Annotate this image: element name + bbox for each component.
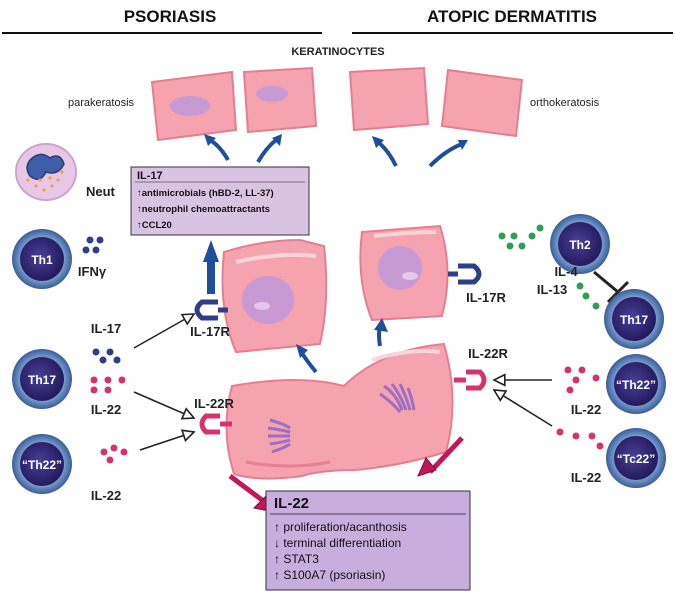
right-signal-arrows	[494, 380, 553, 427]
il17-box-title: IL-17	[137, 170, 163, 182]
il17-dots-left	[92, 348, 121, 364]
nucleus	[256, 86, 288, 102]
il17r-right-label: IL-17R	[466, 290, 506, 305]
keratinocyte-orthokeratotic-1	[348, 66, 430, 132]
tcell-th1-left: Th1	[12, 229, 72, 289]
il17r-left-receptor	[194, 299, 228, 321]
il22r-right-receptor	[454, 369, 487, 391]
il22-dots-left-a	[90, 376, 126, 394]
tc22-right-label: “Tc22”	[617, 452, 655, 466]
il22-box-line-3: ↑ STAT3	[274, 552, 319, 566]
il22-dots-left-b	[100, 444, 128, 464]
il22r-right-label: IL-22R	[468, 346, 508, 361]
il22-right-label-b: IL-22	[571, 470, 601, 485]
il22r-left-label: IL-22R	[194, 396, 234, 411]
il17-box-line-1: ↑antimicrobials (hBD-2, LL-37)	[137, 188, 274, 199]
top-keratinocytes	[150, 66, 524, 142]
il17r-left-label: IL-17R	[190, 324, 230, 339]
th2-label: Th2	[569, 238, 591, 252]
il22-dots-right-a	[564, 366, 600, 394]
il22-right-label-a: IL-22	[571, 402, 601, 417]
arrow-up-3	[376, 140, 398, 167]
keratinocyte-orthokeratotic-2	[440, 68, 524, 138]
orthokeratosis-label: orthokeratosis	[530, 97, 600, 109]
th17-left-label: Th17	[28, 373, 56, 387]
il17-effects-box: IL-17 ↑antimicrobials (hBD-2, LL-37) ↑ne…	[130, 166, 310, 236]
tcell-tc22-right: “Tc22”	[606, 428, 666, 488]
tcell-th22-right: “Th22”	[606, 354, 666, 414]
arrow-up-4	[428, 142, 463, 168]
arrow-to-il17-box	[203, 240, 219, 294]
nucleus	[378, 246, 422, 290]
arrowheads-top	[204, 134, 468, 150]
il17r-right-receptor	[448, 263, 482, 285]
th1-label: Th1	[31, 253, 53, 267]
il13-label: IL-13	[537, 282, 567, 297]
parakeratosis-label: parakeratosis	[68, 97, 135, 109]
ifng-dots	[82, 236, 104, 254]
ifng-label: IFNγ	[78, 264, 107, 279]
il4-il13-dots	[498, 224, 600, 310]
inhibition-line	[593, 270, 630, 304]
th22-left-label: “Th22”	[22, 458, 62, 472]
chromosomes-right	[379, 383, 416, 413]
keratinocyte-parakeratotic-1	[150, 70, 238, 142]
neutrophil	[15, 143, 77, 201]
il22-left-label-a: IL-22	[91, 402, 121, 417]
keratinocyte-parakeratotic-2	[242, 66, 318, 134]
neut-label: Neut	[86, 184, 116, 199]
arrows-to-middle-cells	[296, 318, 388, 374]
il17-left-label: IL-17	[91, 321, 121, 336]
il22-box-title: IL-22	[274, 495, 309, 512]
il17-box-line-2: ↑neutrophil chemoattractants	[137, 204, 270, 215]
il22-box-line-1: ↑ proliferation/acanthosis	[274, 520, 407, 534]
nucleus	[242, 276, 294, 324]
il22r-left-receptor	[199, 413, 232, 435]
arrow-up-2	[256, 138, 278, 163]
tcell-th2-right: Th2	[550, 214, 610, 274]
left-signal-arrows	[133, 314, 194, 451]
th22-right-label: “Th22”	[616, 378, 656, 392]
tcell-th22-left: “Th22”	[12, 434, 72, 494]
keratinocytes-label: KERATINOCYTES	[291, 46, 384, 58]
keratinocyte-dividing	[225, 342, 454, 480]
chromosomes-left	[267, 418, 291, 454]
il22-effects-box: IL-22 ↑ proliferation/acanthosis ↓ termi…	[265, 490, 471, 591]
il4-label: IL-4	[554, 264, 578, 279]
il22-box-line-2: ↓ terminal differentiation	[274, 536, 401, 550]
il22-box-line-4: ↑ S100A7 (psoriasin)	[274, 568, 385, 582]
header-atopic: ATOPIC DERMATITIS	[427, 7, 597, 26]
keratinocyte-middle-left	[221, 238, 328, 354]
keratinocyte-middle-right	[359, 224, 449, 322]
il17-box-line-3: ↑CCL20	[137, 220, 172, 231]
tcell-th17-right: Th17	[604, 289, 664, 349]
il22-left-label-b: IL-22	[91, 488, 121, 503]
arrows-to-top-cells	[208, 138, 463, 168]
il22-dots-right-b	[556, 428, 604, 450]
header-psoriasis: PSORIASIS	[124, 7, 217, 26]
neutrophil-nucleus	[26, 153, 65, 180]
th17-right-label: Th17	[620, 313, 648, 327]
headers: PSORIASIS ATOPIC DERMATITIS	[2, 7, 673, 34]
nucleus	[170, 96, 210, 116]
tcell-th17-left: Th17	[12, 349, 72, 409]
arrow-up-1	[208, 138, 230, 162]
